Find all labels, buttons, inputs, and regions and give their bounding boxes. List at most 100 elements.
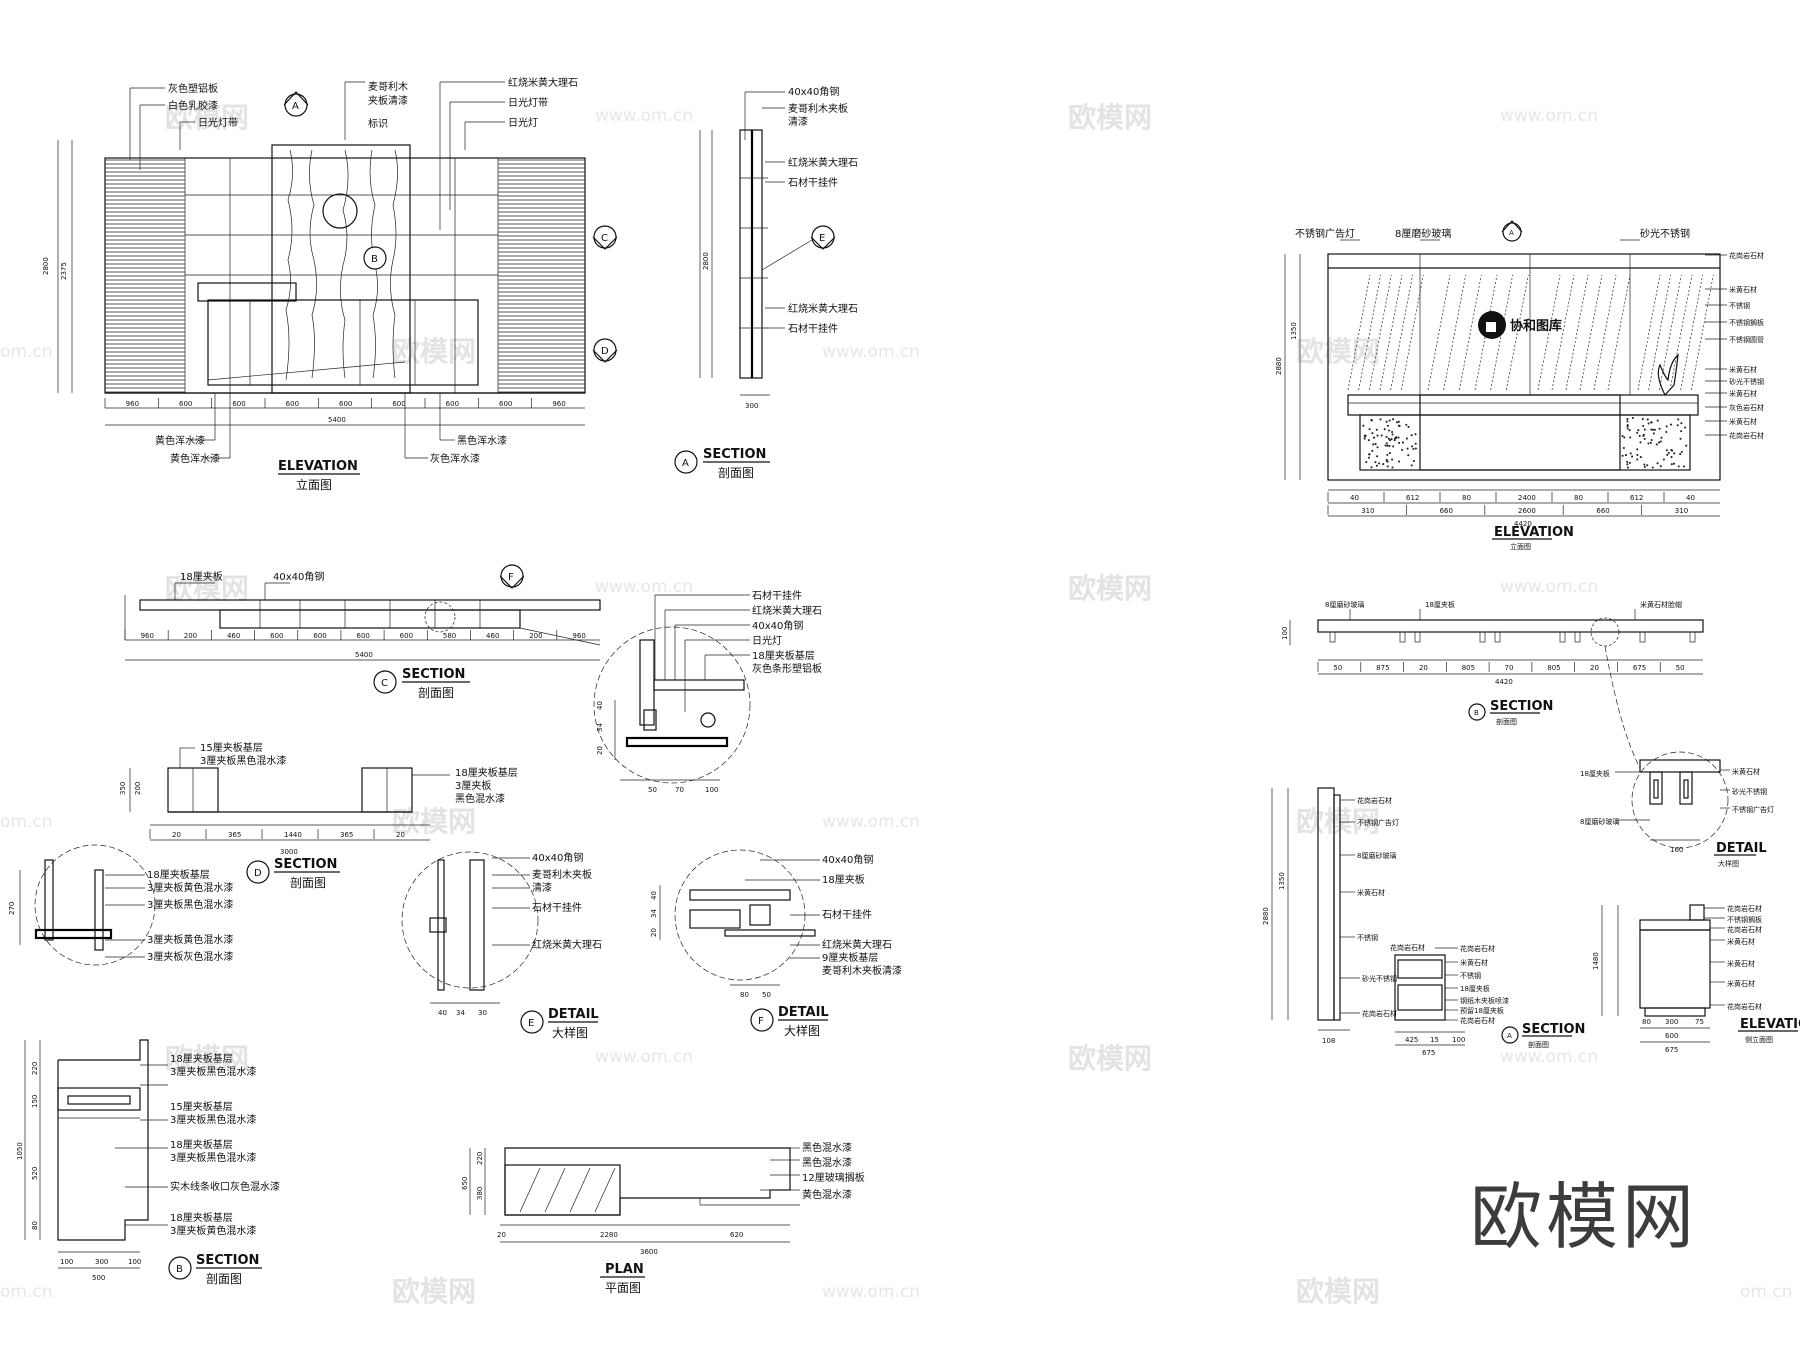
support-leg (1329, 631, 1336, 643)
stone-dot (1642, 433, 1646, 436)
detail-top-drawing: 石材干挂件 红烧米黄大理石 40x40角钢 日光灯 18厘夹板基层 灰色条形塑铝… (593, 589, 822, 794)
plan-label: 黄色混水漆 (802, 1188, 852, 1201)
glass-hatch (1474, 274, 1498, 391)
glass-hatch (1680, 274, 1704, 391)
elev-label: 砂光不锈钢 (1640, 227, 1690, 240)
stone-dot (1677, 418, 1680, 421)
dim-total: 675 (1665, 1046, 1678, 1054)
stone-dot (1657, 441, 1661, 444)
dim-value: 805 (1462, 664, 1475, 672)
dim-value: 1440 (284, 831, 302, 839)
logo-text: 协和图库 (1510, 318, 1562, 334)
dim-value: 20 (172, 831, 181, 839)
dim-height: 2800 (42, 257, 50, 275)
svg-text:剖面图: 剖面图 (206, 1272, 242, 1286)
svg-text:剖面图: 剖面图 (1528, 1040, 1549, 1049)
dim: 34 (596, 723, 604, 732)
dim: 75 (1695, 1018, 1704, 1026)
dim-value: 2600 (1518, 507, 1536, 515)
right-side-elevation-drawing: 花岗岩石材 不锈钢搁板 花岗岩石材 米黄石材 米黄石材 米黄石材 花岗岩石材 8… (1592, 904, 1800, 1054)
wood-panel (271, 144, 411, 394)
watermark-brand: 欧模网 (392, 805, 476, 838)
elev-label: 黑色浑水漆 (457, 434, 507, 447)
svg-text:SECTION: SECTION (402, 667, 465, 682)
svg-text:DETAIL: DETAIL (778, 1005, 829, 1020)
section-marker-a-right: A (1501, 220, 1523, 242)
glass-hatch (1358, 274, 1382, 391)
stone-dot (1398, 441, 1401, 444)
stone-dot (1626, 460, 1629, 463)
support-leg (1414, 631, 1421, 643)
stone-dot (1365, 461, 1368, 464)
glass-hatch (1690, 274, 1714, 391)
section-a-label: 石材干挂件 (788, 176, 838, 189)
glass-hatch (1565, 274, 1589, 391)
elev-label: 米黄石材 (1729, 365, 1757, 374)
section-b-label: 18厘夹板基层 (170, 1052, 233, 1065)
dim: 34 (650, 909, 658, 918)
stone-dot (1407, 454, 1410, 457)
dim-value: 460 (227, 632, 240, 640)
stone-dot (1368, 453, 1371, 456)
stone-dot (1672, 462, 1676, 465)
svg-text:F: F (508, 572, 514, 583)
section-label: 不锈钢 (1357, 933, 1378, 942)
stone-dot (1631, 416, 1634, 420)
dim-value: 310 (1675, 507, 1688, 515)
stone-dot (1670, 448, 1673, 452)
stone-dot (1636, 458, 1639, 461)
stone-dot (1388, 444, 1391, 448)
stone-dot (1412, 459, 1415, 463)
side-elev-label: 花岗岩石材 (1727, 904, 1762, 913)
watermark-url: www.om.cn (595, 1047, 693, 1067)
dim: 50 (648, 786, 657, 794)
stone-dot (1673, 452, 1676, 455)
dim: 100 (1452, 1036, 1465, 1044)
stone-dot (1642, 424, 1645, 428)
dim: 20 (596, 746, 604, 755)
section-label: 砂光不锈钢 (1362, 974, 1397, 983)
stone-dot (1643, 437, 1646, 440)
elev-label: 黄色浑水漆 (155, 434, 205, 447)
detail-label: 18厘夹板 (822, 873, 865, 886)
plan-drawing: 黑色混水漆 黑色混水漆 12厘玻璃搁板 黄色混水漆 20 2280 620 36… (461, 1141, 865, 1295)
detail-label: 40x40角钢 (752, 619, 803, 632)
watermark-url: om.cn (0, 812, 53, 832)
detail-label: 18厘夹板基层 (147, 868, 210, 881)
detail-label: 红烧米黄大理石 (532, 938, 602, 951)
svg-text:剖面图: 剖面图 (1496, 717, 1517, 726)
dim-value: 600 (286, 400, 299, 408)
dim-value: 80 (1574, 494, 1583, 502)
dim-value: 960 (552, 400, 565, 408)
dim-value: 660 (1440, 507, 1453, 515)
dim-height: 1480 (1592, 952, 1600, 970)
section-d-label: 15厘夹板基层 (200, 741, 263, 754)
detail-label: 麦哥利木夹板清漆 (822, 964, 902, 977)
svg-text:A: A (682, 458, 689, 469)
dim-value: 310 (1361, 507, 1374, 515)
stone-dot (1374, 461, 1377, 464)
dim-value: 40 (1350, 494, 1359, 502)
section-b-drawing: 18厘夹板基层 3厘夹板黑色混水漆 15厘夹板基层 3厘夹板黑色混水漆 18厘夹… (16, 1039, 280, 1286)
dim-value: 2400 (1518, 494, 1536, 502)
stone-dot (1662, 458, 1665, 461)
svg-text:SECTION: SECTION (1490, 699, 1553, 714)
company-logo: 协和图库 (1478, 311, 1562, 339)
detail-f-drawing: 40x40角钢 18厘夹板 石材干挂件 红烧米黄大理石 9厘夹板基层 麦哥利木夹… (650, 849, 902, 1038)
stone-dot (1660, 436, 1663, 439)
dim-width: 300 (745, 402, 758, 410)
dim-total: 500 (92, 1274, 105, 1282)
stone-dot (1389, 439, 1392, 442)
elev-label: 灰色浑水漆 (430, 452, 480, 465)
section-c-label: 18厘夹板 (180, 570, 223, 583)
wood-grain (285, 149, 398, 381)
stone-dot (1626, 424, 1629, 427)
stone-dot (1375, 464, 1378, 467)
watermark-layer: 欧模网 www.om.cn 欧模网 www.om.cn om.cn 欧模网 ww… (0, 101, 1793, 1308)
section-label: 米黄石材脸帽 (1640, 600, 1682, 609)
section-a-label: 红烧米黄大理石 (788, 302, 858, 315)
detail-label: 石材干挂件 (822, 908, 872, 921)
side-elev-label: 米黄石材 (1727, 937, 1755, 946)
